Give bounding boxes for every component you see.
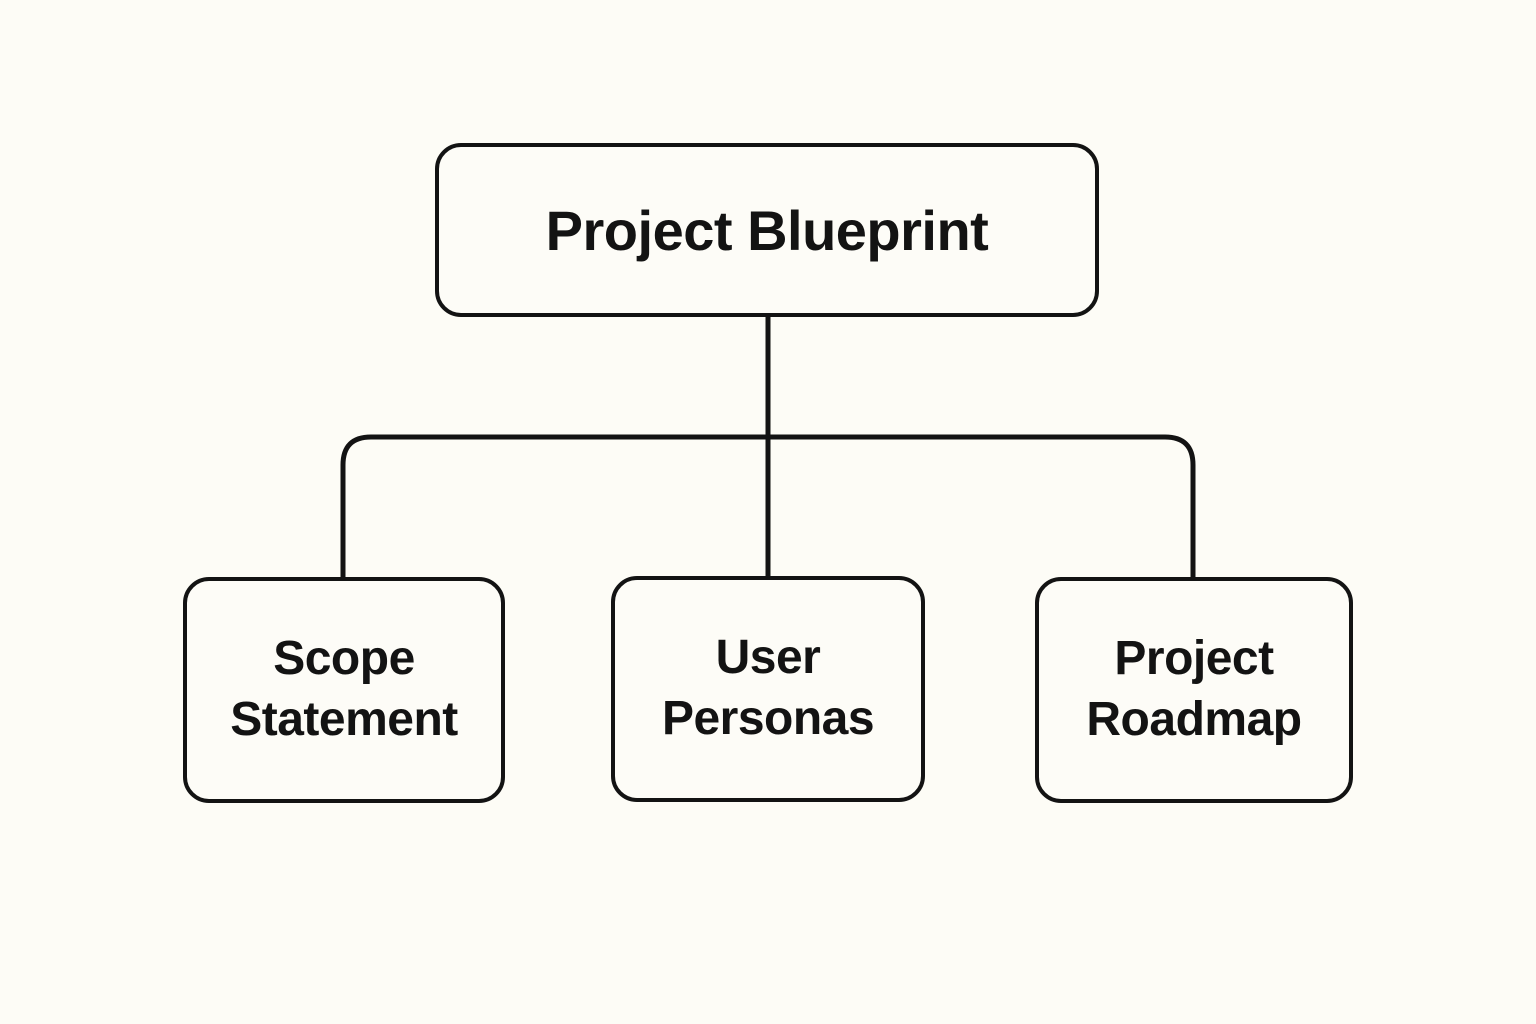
node-label-user-personas: User Personas: [661, 631, 875, 745]
node-label-scope-statement: Scope Statement: [230, 632, 458, 746]
diagram-node-project-roadmap: Project Roadmap: [1035, 577, 1353, 803]
node-label-project-roadmap: Project Roadmap: [1086, 632, 1302, 746]
connector-branch-bracket: [340, 434, 1196, 580]
diagram-node-project-blueprint: Project Blueprint: [435, 143, 1099, 317]
diagram-node-scope-statement: Scope Statement: [183, 577, 505, 803]
diagram-node-user-personas: User Personas: [611, 576, 925, 802]
node-label-project-blueprint: Project Blueprint: [545, 198, 989, 262]
